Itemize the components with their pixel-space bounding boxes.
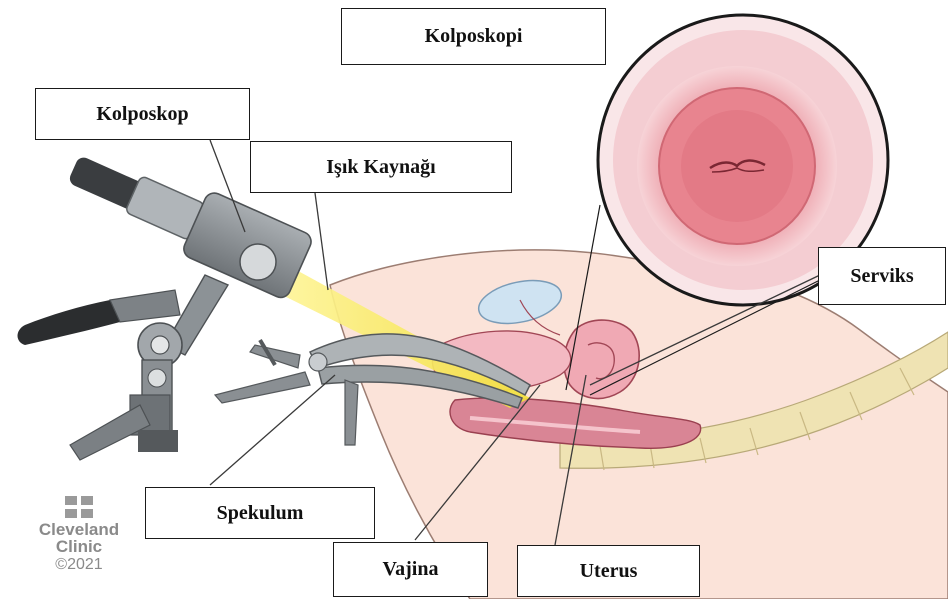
label-vajina: Vajina: [333, 542, 488, 597]
label-isik-kaynagi: Işık Kaynağı: [250, 141, 512, 193]
label-kolposkop: Kolposkop: [35, 88, 250, 140]
cleveland-clinic-logo-icon: [64, 495, 94, 519]
cleveland-clinic-logo: Cleveland Clinic ©2021: [20, 495, 138, 575]
logo-text-line2: Clinic: [20, 538, 138, 555]
title-label: Kolposkopi: [341, 8, 606, 65]
logo-text-line1: Cleveland: [20, 521, 138, 538]
label-spekulum: Spekulum: [145, 487, 375, 539]
colposcope-instrument: [18, 155, 315, 460]
label-uterus: Uterus: [517, 545, 700, 597]
logo-copyright: ©2021: [20, 555, 138, 575]
leader-isik-kaynagi: [315, 193, 328, 290]
label-serviks: Serviks: [818, 247, 946, 305]
